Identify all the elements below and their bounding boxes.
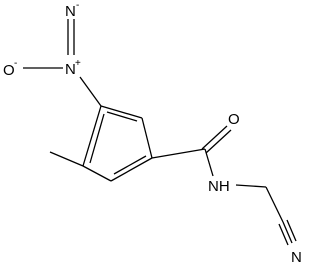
bond-n-to-ch2 bbox=[235, 184, 267, 188]
nitro-o-label: N bbox=[65, 3, 76, 20]
ring-bond-c3-c4 bbox=[110, 157, 153, 182]
nitrile-bond-left bbox=[278, 223, 289, 246]
bond-ring-to-nitro-n bbox=[79, 76, 102, 107]
ring-bond-c2-c3 bbox=[141, 117, 153, 159]
bond-ch2-to-nitrile-c bbox=[265, 186, 284, 223]
nitro-n-charge: + bbox=[75, 58, 81, 69]
ring-bond-c1-c2-inner bbox=[106, 111, 138, 122]
bond-carbonyl-c-to-n bbox=[204, 148, 214, 177]
bond-carbonyl-double-a bbox=[201, 125, 228, 150]
nitro-o-minus-charge: - bbox=[14, 58, 17, 69]
benzene-ring bbox=[82, 105, 153, 182]
ring-bond-c3-c4-inner bbox=[113, 155, 147, 175]
bond-ring-to-methyl bbox=[49, 151, 84, 167]
nitrile-n-label: N bbox=[291, 249, 302, 265]
nitrile-bond-right bbox=[286, 219, 297, 242]
nitro-o-charge: - bbox=[76, 0, 79, 11]
ring-bond-c5-c6 bbox=[82, 105, 102, 167]
carbonyl-o-label: O bbox=[228, 111, 240, 128]
nitro-o-minus-label: O bbox=[3, 62, 15, 79]
nitrile-bond-center bbox=[282, 221, 293, 244]
ring-bond-c4-c5 bbox=[82, 165, 112, 182]
bond-ring-to-carbonyl-c bbox=[151, 148, 206, 159]
nitrile-triple-bond bbox=[278, 219, 297, 246]
ring-bond-c5-c6-inner bbox=[89, 113, 105, 164]
ring-bond-c1-c2 bbox=[100, 105, 143, 119]
molecule-structure: O - N - N + O NH N bbox=[3, 0, 302, 265]
bond-carbonyl-double-b bbox=[205, 129, 232, 154]
nitro-n-label: N bbox=[65, 61, 76, 78]
amide-nh-label: NH bbox=[208, 178, 230, 195]
